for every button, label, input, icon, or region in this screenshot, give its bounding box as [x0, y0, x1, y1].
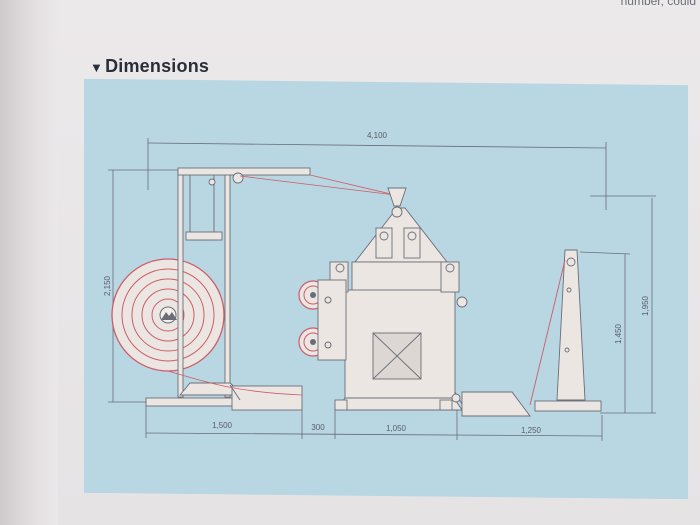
left-height-dimension-line: [108, 169, 180, 403]
page-binding-edge: [0, 0, 58, 525]
triangle-marker-icon: ▼: [90, 60, 104, 75]
strip-path-lines: [167, 174, 396, 396]
uncoiler-frame: [145, 167, 311, 411]
section-title: ▼Dimensions: [90, 56, 209, 77]
dimension-segment-1: 1,500: [212, 421, 233, 430]
bottom-dimension-chain: [145, 405, 603, 441]
feeder-rolls: [298, 279, 347, 361]
dimension-segment-2: 300: [311, 423, 325, 432]
dimension-segment-3: 1,050: [386, 424, 407, 433]
dimension-segment-4: 1,250: [521, 426, 542, 435]
dimension-height-left: 2,150: [103, 275, 112, 296]
dimension-overall-length: 4,100: [367, 131, 388, 140]
section-title-text: Dimensions: [105, 56, 210, 76]
dimension-height-right-outer: 1,950: [641, 295, 650, 316]
corner-text: number, could: [620, 0, 696, 8]
dimension-height-right-inner: 1,450: [614, 323, 623, 344]
uncoiler-reel: [111, 258, 225, 372]
straightener-machine: [329, 187, 468, 411]
overall-dimension-line: [147, 138, 607, 210]
right-support-stand: [451, 249, 602, 417]
right-height-dimension-lines: [579, 195, 656, 414]
